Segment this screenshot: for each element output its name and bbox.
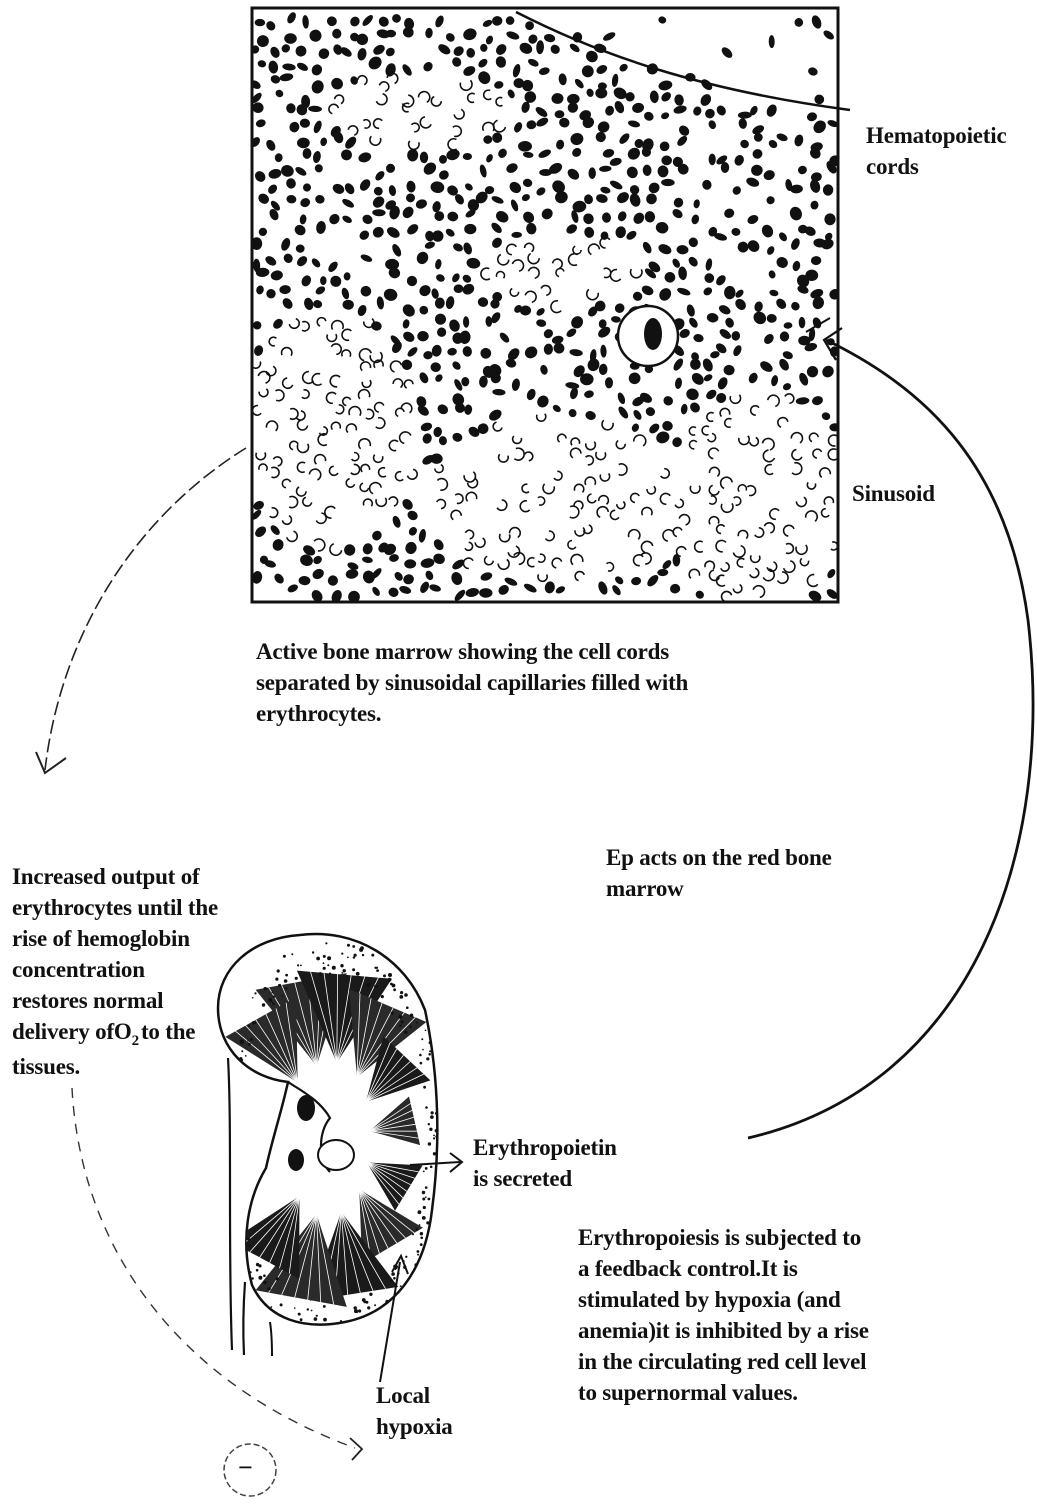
marrow-to-output-arrow <box>36 448 246 773</box>
erythropoietin-label: Erythropoietin is secreted <box>473 1132 617 1194</box>
local-hypoxia-label: Local hypoxia <box>376 1380 453 1442</box>
marrow-caption: Active bone marrow showing the cell cord… <box>256 636 688 729</box>
increased-output-lines: Increased output of erythrocytes until t… <box>12 864 218 1013</box>
ep-acts-label: Ep acts on the red bone marrow <box>606 842 832 904</box>
cord-boundary-line <box>516 12 850 110</box>
hematopoietic-cords-label: Hematopoietic cords <box>866 120 1006 182</box>
delivery-suffix: to the <box>141 1019 195 1044</box>
kidney-illustration <box>214 934 443 1356</box>
minus-sign: − <box>238 1452 253 1483</box>
sinusoid-label: Sinusoid <box>852 478 935 509</box>
bone-marrow-panel <box>249 8 850 604</box>
increased-output-text: Increased output of erythrocytes until t… <box>12 830 218 1082</box>
tissues-word: tissues. <box>12 1054 80 1079</box>
ep-feedback-arrow <box>748 328 1033 1138</box>
megakaryocyte <box>618 306 678 366</box>
oxygen-subscript: 2 <box>132 1033 139 1049</box>
delivery-line: delivery ofO2to the <box>12 1019 195 1044</box>
feedback-control-text: Erythropoiesis is subjected to a feedbac… <box>578 1222 869 1408</box>
oxygen-symbol: O <box>114 1019 132 1044</box>
marrow-frame <box>252 8 838 602</box>
delivery-prefix: delivery of <box>12 1019 114 1044</box>
